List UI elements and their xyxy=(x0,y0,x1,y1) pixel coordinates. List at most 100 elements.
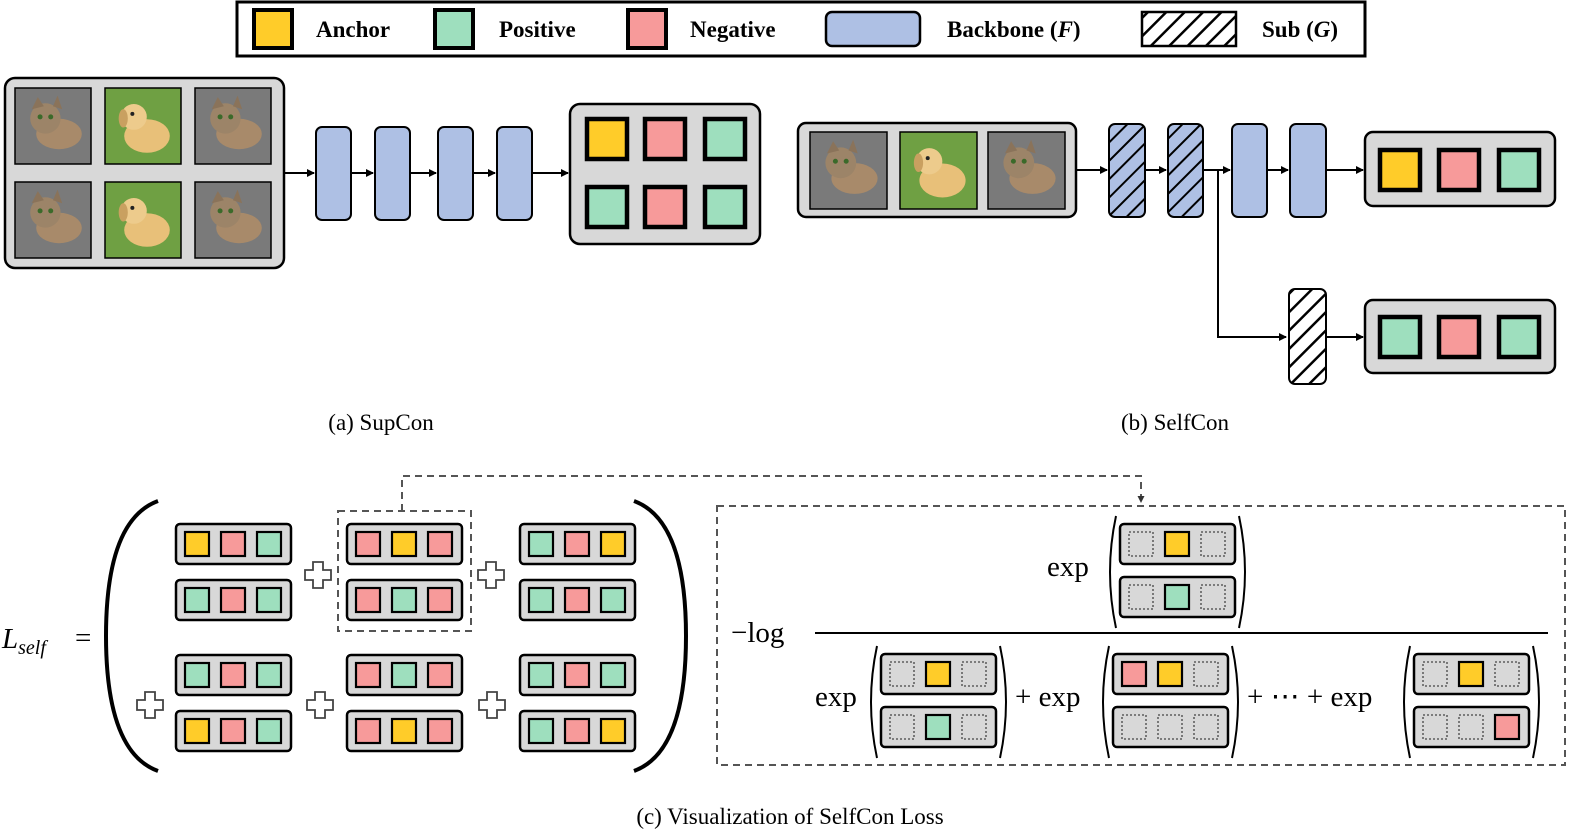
caption-loss: (c) Visualization of SelfCon Loss xyxy=(636,804,943,829)
cat-photo-icon xyxy=(809,131,888,210)
embedding-pair-row xyxy=(518,653,637,697)
plus-icon xyxy=(477,561,505,589)
backbone-block xyxy=(1289,123,1327,218)
highlight-dashed-box xyxy=(337,510,472,632)
exp-term xyxy=(870,645,1007,759)
backbone-block xyxy=(374,126,411,221)
exp-term xyxy=(1102,645,1239,759)
loss-panel: Lself = −log exp exp + exp + ⋯ + exp (c)… xyxy=(1,475,1566,829)
negative-embedding xyxy=(354,717,382,745)
positive-embedding xyxy=(702,184,748,230)
connector-dashed xyxy=(401,475,1145,511)
negative-embedding xyxy=(563,530,591,558)
plus-icon xyxy=(306,691,334,719)
embedding-pair-row xyxy=(174,709,293,753)
plus-icon xyxy=(304,561,332,589)
anchor-embedding xyxy=(390,530,418,558)
positive-embedding xyxy=(183,661,211,689)
exp-denominator-1: exp xyxy=(815,681,857,713)
negative-embedding xyxy=(426,661,454,689)
supcon-backbone xyxy=(315,126,533,221)
anchor-embedding xyxy=(1457,660,1485,688)
backbone-block xyxy=(496,126,533,221)
positive-embedding xyxy=(527,661,555,689)
legend-positive-label: Positive xyxy=(499,17,576,42)
embedding-pair-row xyxy=(345,709,464,753)
positive-embedding xyxy=(1496,147,1542,193)
cat-photo-icon xyxy=(194,87,272,165)
term-right-paren xyxy=(1231,645,1239,759)
negative-embedding xyxy=(642,116,688,162)
caption-selfcon: (b) SelfCon xyxy=(1121,410,1229,435)
sub-network-block xyxy=(1167,123,1204,218)
negative-embedding xyxy=(1436,314,1482,360)
embedding-pair-row xyxy=(518,522,637,566)
embedding-pair-row xyxy=(879,705,998,749)
anchor-swatch xyxy=(252,8,294,50)
exp-numerator: exp xyxy=(1047,551,1089,583)
embedding-pair-row xyxy=(518,709,637,753)
positive-embedding xyxy=(599,661,627,689)
embedding-pair-row xyxy=(345,653,464,697)
positive-embedding xyxy=(924,713,952,741)
dots-plus-exp: + ⋯ + exp xyxy=(1247,681,1372,713)
negative-embedding xyxy=(426,586,454,614)
empty-slot xyxy=(1494,661,1520,687)
term-left-paren xyxy=(1102,645,1110,759)
positive-embedding xyxy=(1377,314,1423,360)
negative-embedding xyxy=(354,530,382,558)
embedding-pair-row xyxy=(1118,575,1237,619)
right-paren xyxy=(633,499,689,773)
positive-embedding xyxy=(183,586,211,614)
embedding-pair-row xyxy=(345,522,464,566)
anchor-embedding xyxy=(1156,660,1184,688)
positive-embedding xyxy=(255,586,283,614)
anchor-embedding xyxy=(1163,530,1191,558)
empty-slot xyxy=(889,661,915,687)
empty-slot xyxy=(1128,531,1154,557)
exp-term xyxy=(1109,515,1246,629)
cat-photo-icon xyxy=(14,87,92,165)
supcon-panel: (a) SupCon xyxy=(3,76,762,435)
empty-slot xyxy=(1200,531,1226,557)
negative-embedding xyxy=(563,586,591,614)
term-right-paren xyxy=(1532,645,1540,759)
term-left-paren xyxy=(870,645,878,759)
dog-photo-icon xyxy=(104,87,182,165)
positive-embedding xyxy=(255,717,283,745)
positive-embedding xyxy=(584,184,630,230)
plus-icon xyxy=(136,691,164,719)
anchor-embedding xyxy=(924,660,952,688)
empty-slot xyxy=(1157,714,1183,740)
term-left-paren xyxy=(1403,645,1411,759)
empty-slot xyxy=(1121,714,1147,740)
legend-anchor-label: Anchor xyxy=(316,17,390,42)
positive-embedding xyxy=(255,661,283,689)
positive-swatch xyxy=(433,8,475,50)
selfcon-panel: (b) SelfCon xyxy=(796,121,1557,435)
anchor-embedding xyxy=(183,530,211,558)
legend-sub-label: Sub (G) xyxy=(1262,17,1338,42)
legend-negative-label: Negative xyxy=(690,17,776,42)
anchor-embedding xyxy=(599,717,627,745)
negative-embedding xyxy=(219,586,247,614)
positive-embedding xyxy=(599,586,627,614)
empty-slot xyxy=(1128,584,1154,610)
embedding-pair-row xyxy=(174,653,293,697)
negative-embedding xyxy=(219,661,247,689)
negative-embedding xyxy=(354,661,382,689)
positive-embedding xyxy=(527,717,555,745)
negative-embedding xyxy=(426,717,454,745)
empty-slot xyxy=(1193,714,1219,740)
sub-swatch xyxy=(1140,10,1238,48)
plus-exp: + exp xyxy=(1015,681,1080,713)
cat-photo-icon xyxy=(14,181,92,259)
negative-embedding xyxy=(1493,713,1521,741)
negative-embedding xyxy=(563,717,591,745)
positive-embedding xyxy=(527,586,555,614)
neg-log: −log xyxy=(731,617,784,649)
empty-slot xyxy=(1422,661,1448,687)
term-right-paren xyxy=(1238,515,1246,629)
negative-embedding xyxy=(642,184,688,230)
